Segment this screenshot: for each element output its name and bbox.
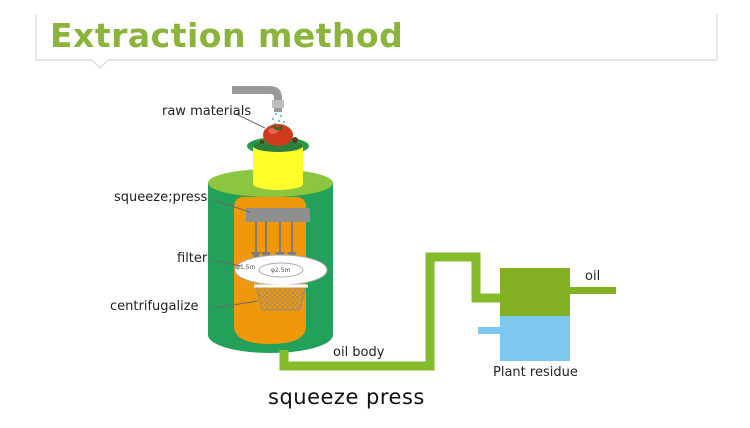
oil-pipe [279, 252, 504, 371]
filter-size-outer: φ1.5m [236, 264, 256, 271]
centrifuge-basket [254, 284, 308, 311]
page-title: Extraction method [50, 16, 404, 55]
banner-frame [35, 14, 718, 69]
header-banner: Extraction method [0, 0, 750, 80]
label-oil: oil [585, 269, 601, 284]
diagram-caption: squeeze press [268, 385, 425, 409]
label-plant-residue: Plant residue [493, 365, 578, 380]
label-centrifugalize: centrifugalize [110, 299, 199, 314]
label-oil-body: oil body [333, 345, 385, 360]
banner-outline [35, 14, 718, 69]
tomato-icon [260, 124, 298, 146]
label-filter: filter [177, 251, 208, 266]
label-squeeze-press: squeeze;press [114, 190, 208, 205]
separation-tank [478, 268, 616, 361]
faucet-icon [232, 86, 284, 112]
leader-lines [212, 113, 266, 309]
filter-size-inner: φ2.5m [271, 267, 291, 274]
label-raw-materials: raw materials [162, 104, 252, 119]
